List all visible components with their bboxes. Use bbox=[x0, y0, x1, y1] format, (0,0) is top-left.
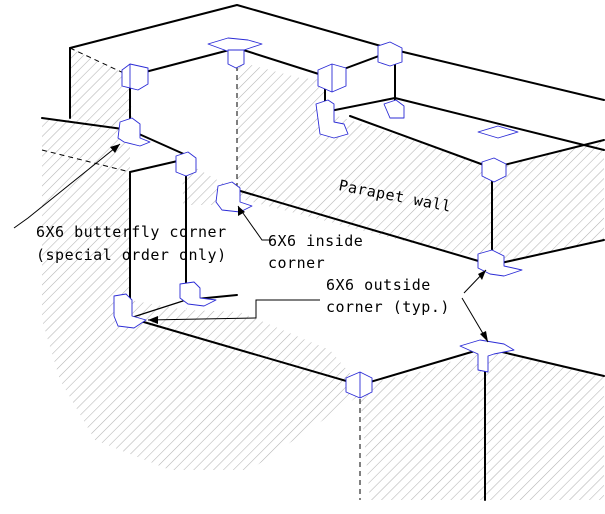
hidden-edges bbox=[41, 47, 396, 500]
corner-cap-bottom-right bbox=[459, 339, 515, 373]
inside-corner-label-line1: 6X6 inside bbox=[268, 232, 363, 250]
corner-cap-top-left bbox=[121, 63, 149, 91]
corner-caps bbox=[113, 37, 523, 399]
corner-cap-right-bottom bbox=[477, 249, 523, 277]
corner-cap-butterfly-top bbox=[117, 117, 151, 147]
corner-cap-upper-right-a bbox=[317, 63, 347, 93]
outside-arrowhead-up bbox=[478, 270, 486, 280]
butterfly-corner-label-line2: (special order only) bbox=[36, 246, 227, 264]
inside-leader bbox=[237, 205, 272, 241]
corner-cap-butterfly-small bbox=[175, 151, 197, 177]
inside-arrowhead bbox=[238, 206, 245, 216]
corner-cap-right-top bbox=[477, 125, 519, 183]
corner-cap-left-bottom bbox=[113, 281, 217, 329]
outside-leader-left bbox=[147, 299, 320, 321]
wall-top-surfaces bbox=[70, 5, 604, 385]
wall-edges bbox=[41, 4, 605, 501]
corner-cap-inside bbox=[215, 181, 253, 213]
corner-cap-right-step bbox=[315, 99, 405, 139]
butterfly-leader bbox=[13, 143, 121, 229]
outside-corner-label-line1: 6X6 outside bbox=[326, 276, 431, 294]
leader-lines bbox=[13, 143, 489, 343]
outside-arrowhead-down bbox=[480, 331, 488, 342]
butterfly-corner-label-line1: 6X6 butterfly corner bbox=[36, 223, 227, 241]
annotations: Parapet wall 6X6 butterfly corner (speci… bbox=[36, 176, 453, 316]
outside-corner-label-line2: corner (typ.) bbox=[326, 298, 450, 316]
outside-arrowhead-left bbox=[148, 316, 158, 324]
butterfly-arrowhead bbox=[110, 144, 120, 153]
corner-cap-upper-right-b bbox=[377, 41, 403, 67]
corner-cap-bottom-center bbox=[345, 371, 373, 399]
inside-corner-label-line2: corner bbox=[268, 254, 325, 272]
corner-cap-top-center bbox=[207, 37, 263, 69]
